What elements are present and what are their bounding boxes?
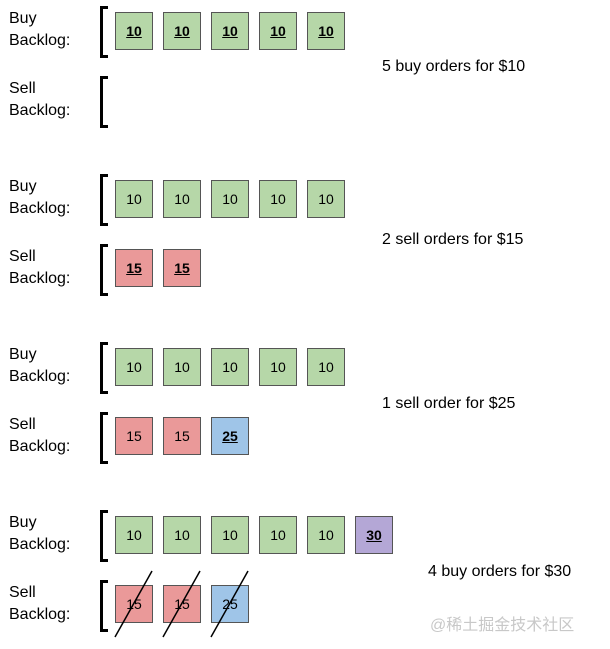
buy-order-box: 10 <box>163 180 201 218</box>
sell-backlog-label-line: Sell <box>9 416 36 433</box>
buy-order-box: 10 <box>307 180 345 218</box>
sell-backlog-bracket <box>100 412 108 464</box>
buy-order-box: 10 <box>211 180 249 218</box>
buy-order-box: 30 <box>355 516 393 554</box>
buy-order-box: 10 <box>259 180 297 218</box>
sell-backlog-label-line: Backlog: <box>9 438 71 455</box>
buy-order-box: 10 <box>211 348 249 386</box>
buy-order-box: 10 <box>115 180 153 218</box>
sell-order-box: 15 <box>115 249 153 287</box>
sell-order-box: 15 <box>163 249 201 287</box>
sell-backlog-label-line: Sell <box>9 584 36 601</box>
buy-backlog-label-line: Backlog: <box>9 536 71 553</box>
buy-order-box: 10 <box>307 12 345 50</box>
watermark: @稀土掘金技术社区 <box>430 617 575 634</box>
sell-order-box: 15 <box>163 417 201 455</box>
buy-order-box: 10 <box>163 516 201 554</box>
buy-order-box: 10 <box>115 12 153 50</box>
buy-backlog-label-line: Backlog: <box>9 200 71 217</box>
buy-order-box: 10 <box>163 12 201 50</box>
sell-backlog-label-line: Sell <box>9 248 36 265</box>
buy-backlog-label-line: Buy <box>9 178 37 195</box>
step-note: 5 buy orders for $10 <box>382 58 526 75</box>
buy-order-box: 10 <box>115 348 153 386</box>
buy-backlog-label-line: Buy <box>9 10 37 27</box>
sell-backlog-label-line: Sell <box>9 80 36 97</box>
sell-order-box: 15 <box>163 585 201 623</box>
sell-order-box: 15 <box>115 585 153 623</box>
buy-order-box: 10 <box>259 516 297 554</box>
buy-order-box: 10 <box>211 516 249 554</box>
sell-order-box: 25 <box>211 417 249 455</box>
buy-backlog-label-line: Backlog: <box>9 368 71 385</box>
buy-order-box: 10 <box>307 516 345 554</box>
step-note: 4 buy orders for $30 <box>428 563 572 580</box>
sell-backlog-bracket <box>100 244 108 296</box>
buy-backlog-bracket <box>100 174 108 226</box>
buy-order-box: 10 <box>211 12 249 50</box>
step-note: 1 sell order for $25 <box>382 395 516 412</box>
sell-backlog-label-line: Backlog: <box>9 102 71 119</box>
sell-backlog-label-line: Backlog: <box>9 270 71 287</box>
buy-order-box: 10 <box>307 348 345 386</box>
buy-backlog-bracket <box>100 342 108 394</box>
buy-backlog-bracket <box>100 510 108 562</box>
buy-backlog-label-line: Backlog: <box>9 32 71 49</box>
sell-order-box: 25 <box>211 585 249 623</box>
buy-order-box: 10 <box>259 348 297 386</box>
step-note: 2 sell orders for $15 <box>382 231 524 248</box>
buy-backlog-label-line: Buy <box>9 514 37 531</box>
buy-order-box: 10 <box>115 516 153 554</box>
buy-order-box: 10 <box>163 348 201 386</box>
sell-backlog-bracket <box>100 580 108 632</box>
sell-backlog-bracket <box>100 76 108 128</box>
buy-backlog-bracket <box>100 6 108 58</box>
buy-backlog-label-line: Buy <box>9 346 37 363</box>
buy-order-box: 10 <box>259 12 297 50</box>
sell-backlog-label-line: Backlog: <box>9 606 71 623</box>
sell-order-box: 15 <box>115 417 153 455</box>
